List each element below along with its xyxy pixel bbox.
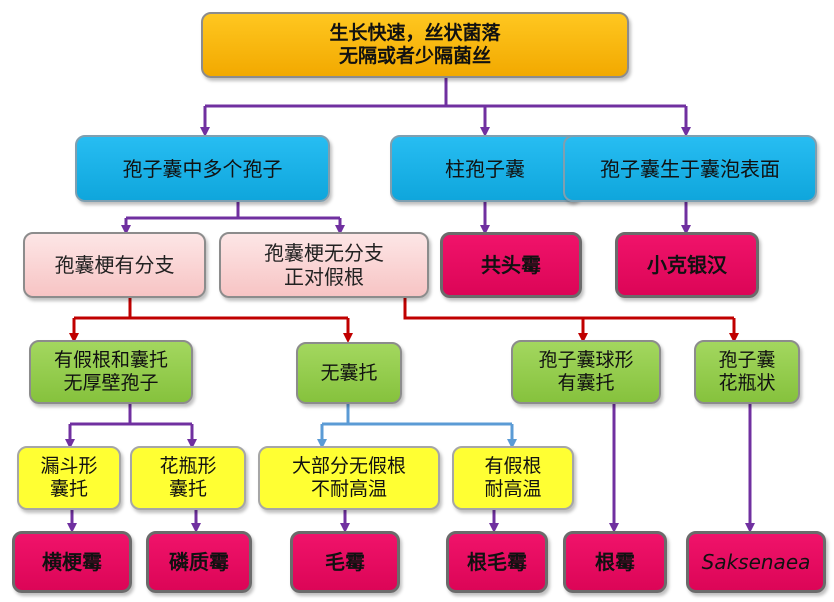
funnel-node-text: 漏斗形 囊托 xyxy=(40,455,98,500)
connector-rhizoid-apophysis xyxy=(70,404,192,426)
rhizoid-apophysis-node: 有假根和囊托 无厚壁孢子 xyxy=(29,340,193,404)
root-node-text: 生长快速，丝状菌落 无隔或者少隔菌丝 xyxy=(329,22,501,67)
mostly-no-rhizoid-node: 大部分无假根 不耐高温 xyxy=(258,446,440,510)
surface-node-text: 孢子囊生于囊泡表面 xyxy=(600,156,780,181)
connector-root-trunk xyxy=(205,78,686,108)
branched-node-text: 孢囊梗有分支 xyxy=(54,253,175,277)
mucor-node-text: 毛霉 xyxy=(325,550,365,574)
columnar-node-text: 柱孢子囊 xyxy=(445,156,525,181)
saksenaea-node-text: Saksenaea xyxy=(701,550,811,574)
connector-branched xyxy=(74,298,348,320)
has-rhizoid-node-text: 有假根 耐高温 xyxy=(484,455,542,500)
saksenaea-node: Saksenaea xyxy=(686,531,826,593)
apophysomyces-node: 磷质霉 xyxy=(146,531,252,593)
multi-spore-node-text: 孢子囊中多个孢子 xyxy=(122,156,283,181)
syncephalastrum-node-text: 共头霉 xyxy=(481,253,541,277)
rhizopus-node: 根霉 xyxy=(563,531,667,593)
no-apophysis-node-text: 无囊托 xyxy=(320,361,378,384)
vase-node: 花瓶形 囊托 xyxy=(130,446,246,510)
globose-node-text: 孢子囊球形 有囊托 xyxy=(538,349,634,394)
multi-spore-node: 孢子囊中多个孢子 xyxy=(75,135,330,202)
connector-unbranched xyxy=(403,298,734,320)
globose-node: 孢子囊球形 有囊托 xyxy=(511,340,661,404)
rhizomucor-node-text: 根毛霉 xyxy=(467,550,527,574)
mostly-no-rhizoid-node-text: 大部分无假根 不耐高温 xyxy=(291,455,406,500)
rhizomucor-node: 根毛霉 xyxy=(446,531,548,593)
connector-multi-spore xyxy=(126,202,340,220)
unbranched-node-text: 孢囊梗无分支 正对假根 xyxy=(264,241,384,289)
funnel-node: 漏斗形 囊托 xyxy=(17,446,121,510)
branched-node: 孢囊梗有分支 xyxy=(23,232,206,298)
syncephalastrum-node: 共头霉 xyxy=(440,232,582,298)
columnar-node: 柱孢子囊 xyxy=(390,135,580,202)
root-node: 生长快速，丝状菌落 无隔或者少隔菌丝 xyxy=(201,12,629,78)
has-rhizoid-node: 有假根 耐高温 xyxy=(452,446,574,510)
mucor-node: 毛霉 xyxy=(290,531,400,593)
rhizoid-apophysis-node-text: 有假根和囊托 无厚壁孢子 xyxy=(53,349,168,394)
rhizopus-node-text: 根霉 xyxy=(595,550,635,574)
lichtheimia-node-text: 横梗霉 xyxy=(42,550,102,574)
surface-node: 孢子囊生于囊泡表面 xyxy=(563,135,817,202)
cunninghamella-node: 小克银汉 xyxy=(615,232,759,298)
vase-node-text: 花瓶形 囊托 xyxy=(159,455,217,500)
lichtheimia-node: 横梗霉 xyxy=(12,531,132,593)
connector-no-apophysis xyxy=(322,404,512,426)
flask-node-text: 孢子囊 花瓶状 xyxy=(718,349,776,394)
apophysomyces-node-text: 磷质霉 xyxy=(169,550,229,574)
cunninghamella-node-text: 小克银汉 xyxy=(647,253,727,277)
unbranched-node: 孢囊梗无分支 正对假根 xyxy=(219,232,429,298)
flask-node: 孢子囊 花瓶状 xyxy=(694,340,800,404)
no-apophysis-node: 无囊托 xyxy=(296,342,402,404)
